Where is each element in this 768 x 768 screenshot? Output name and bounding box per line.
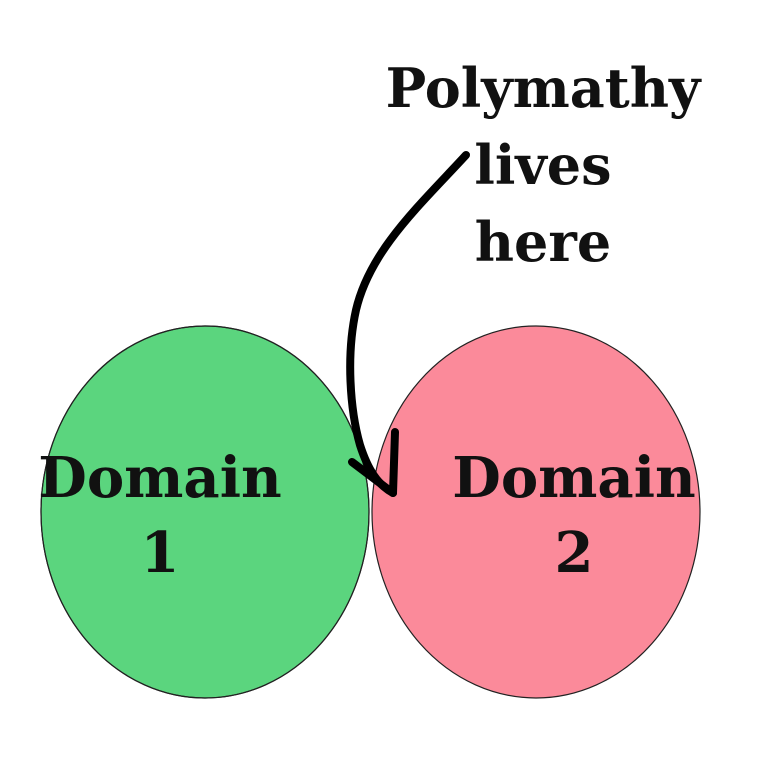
- domain-1-label-line1: Domain: [38, 445, 281, 511]
- domain-2-label-line1: Domain: [452, 445, 695, 511]
- arrow-head-icon: [348, 428, 399, 497]
- annotation-line-3: here: [475, 210, 611, 274]
- domain-2-label-line2: 2: [555, 520, 594, 586]
- annotation-line-2: lives: [474, 133, 611, 197]
- domain-1-label-line2: 1: [141, 520, 180, 586]
- annotation-arrow: [346, 151, 470, 497]
- domain-1-outline: [40, 325, 370, 699]
- annotation-line-1: Polymathy: [386, 56, 702, 120]
- domain-1-circle: [40, 325, 370, 699]
- domain-2-circle: [371, 325, 701, 699]
